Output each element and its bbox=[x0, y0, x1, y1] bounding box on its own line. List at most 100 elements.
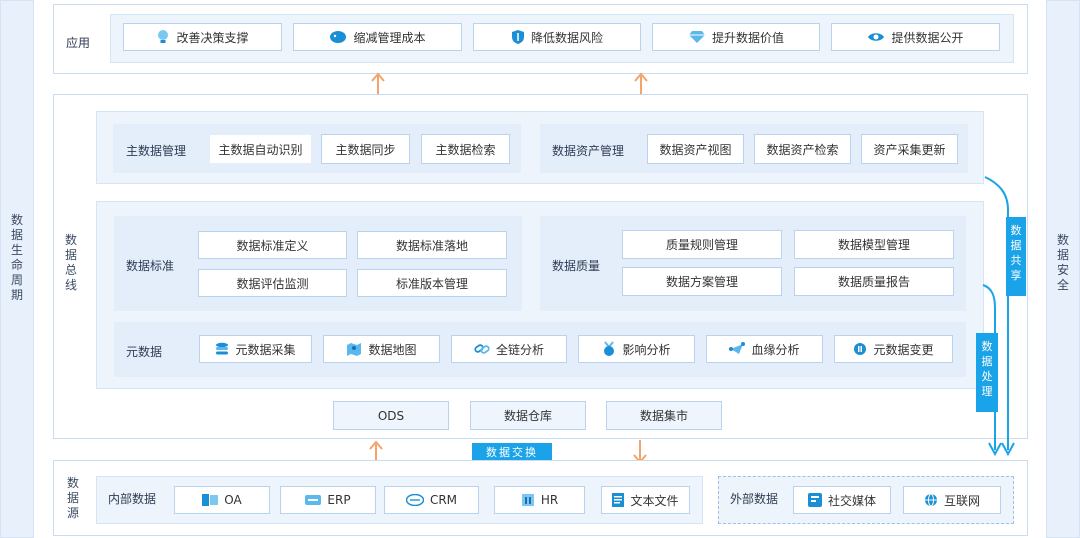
database-icon bbox=[216, 342, 229, 355]
source-erp[interactable]: ERP bbox=[280, 486, 376, 514]
app-item-decision[interactable]: 改善决策支撑 bbox=[123, 23, 282, 51]
link-icon bbox=[474, 344, 490, 354]
master-data-search[interactable]: 主数据检索 bbox=[421, 134, 510, 164]
app-item-label: 提供数据公开 bbox=[891, 30, 964, 45]
btn-label: CRM bbox=[429, 493, 458, 507]
quality-rules[interactable]: 质量规则管理 bbox=[622, 230, 782, 259]
btn-label: 互联网 bbox=[943, 493, 980, 508]
btn-label: 资产采集更新 bbox=[873, 142, 946, 157]
metadata-lineage[interactable]: 血缘分析 bbox=[706, 335, 823, 363]
btn-label: 社交媒体 bbox=[827, 493, 876, 508]
shield-icon bbox=[511, 30, 524, 44]
asset-collect[interactable]: 资产采集更新 bbox=[861, 134, 958, 164]
btn-label: 数据资产视图 bbox=[659, 142, 732, 157]
btn-label: ODS bbox=[377, 408, 405, 423]
btn-label: 数据质量报告 bbox=[837, 275, 910, 289]
network-icon bbox=[729, 342, 746, 354]
source-internet[interactable]: 互联网 bbox=[903, 486, 1001, 514]
standard-version[interactable]: 标准版本管理 bbox=[357, 269, 507, 297]
quality-report[interactable]: 数据质量报告 bbox=[794, 267, 954, 296]
app-item-risk[interactable]: 降低数据风险 bbox=[473, 23, 641, 51]
application-label: 应用 bbox=[66, 36, 91, 50]
storage-warehouse[interactable]: 数据仓库 bbox=[470, 401, 586, 430]
standard-monitor[interactable]: 数据评估监测 bbox=[198, 269, 347, 297]
source-oa[interactable]: OA bbox=[174, 486, 270, 514]
btn-label: 数据标准定义 bbox=[236, 238, 309, 253]
asset-label: 数据资产管理 bbox=[552, 144, 625, 158]
btn-label: 数据地图 bbox=[368, 342, 417, 357]
refresh-icon bbox=[854, 343, 867, 355]
data-share-tag: 数 据 共 享 bbox=[1006, 217, 1026, 296]
standard-define[interactable]: 数据标准定义 bbox=[198, 231, 347, 259]
diamond-icon bbox=[688, 31, 705, 43]
btn-label: 标准版本管理 bbox=[395, 276, 468, 291]
data-exchange-tag: 数据交换 bbox=[472, 443, 552, 462]
app-item-label: 降低数据风险 bbox=[530, 30, 603, 45]
medal-icon bbox=[604, 341, 615, 356]
btn-label: 血缘分析 bbox=[751, 342, 800, 357]
quality-plan[interactable]: 数据方案管理 bbox=[622, 267, 782, 296]
data-bus-label: 数 据 总 线 bbox=[64, 233, 77, 292]
quality-label: 数据质量 bbox=[552, 259, 601, 273]
btn-label: 数据集市 bbox=[639, 409, 688, 423]
crm-icon bbox=[405, 494, 424, 506]
document-icon bbox=[612, 493, 625, 507]
oa-icon bbox=[202, 494, 219, 506]
globe-icon bbox=[924, 493, 937, 507]
external-data-label: 外部数据 bbox=[730, 492, 779, 506]
internal-data-label: 内部数据 bbox=[108, 492, 157, 506]
metadata-chain[interactable]: 全链分析 bbox=[451, 335, 567, 363]
btn-label: 元数据采集 bbox=[235, 342, 296, 357]
asset-view[interactable]: 数据资产视图 bbox=[647, 134, 744, 164]
master-data-identify[interactable]: 主数据自动识别 bbox=[209, 134, 312, 164]
map-icon bbox=[347, 343, 362, 356]
source-crm[interactable]: CRM bbox=[384, 486, 479, 514]
lifecycle-sidebar: 数 据 生 命 周 期 bbox=[0, 0, 34, 538]
metadata-impact[interactable]: 影响分析 bbox=[578, 335, 695, 363]
source-hr[interactable]: HR bbox=[494, 486, 585, 514]
app-item-label: 提升数据价值 bbox=[711, 30, 784, 45]
lifecycle-label: 数 据 生 命 周 期 bbox=[10, 213, 23, 302]
btn-label: 质量规则管理 bbox=[665, 238, 738, 252]
storage-mart[interactable]: 数据集市 bbox=[606, 401, 722, 430]
app-item-cost[interactable]: 缩减管理成本 bbox=[293, 23, 462, 51]
metadata-label: 元数据 bbox=[126, 345, 163, 359]
app-item-label: 缩减管理成本 bbox=[353, 30, 426, 45]
btn-label: 数据仓库 bbox=[503, 409, 552, 423]
quality-model[interactable]: 数据模型管理 bbox=[794, 230, 954, 259]
social-icon bbox=[807, 493, 822, 507]
btn-label: 数据模型管理 bbox=[837, 238, 910, 252]
asset-search[interactable]: 数据资产检索 bbox=[754, 134, 851, 164]
storage-ods[interactable]: ODS bbox=[333, 401, 449, 430]
metadata-change[interactable]: 元数据变更 bbox=[834, 335, 953, 363]
standard-apply[interactable]: 数据标准落地 bbox=[357, 231, 507, 259]
data-process-tag: 数 据 处 理 bbox=[976, 333, 998, 412]
metadata-collect[interactable]: 元数据采集 bbox=[199, 335, 312, 363]
btn-label: 主数据同步 bbox=[335, 142, 396, 157]
btn-label: 数据评估监测 bbox=[236, 276, 309, 291]
source-social-media[interactable]: 社交媒体 bbox=[793, 486, 891, 514]
btn-label: ERP bbox=[327, 493, 351, 507]
piggy-bank-icon bbox=[330, 31, 347, 43]
btn-label: 元数据变更 bbox=[873, 342, 934, 357]
btn-label: 主数据检索 bbox=[435, 142, 496, 157]
security-sidebar: 数 据 安 全 bbox=[1046, 0, 1080, 538]
btn-label: 主数据自动识别 bbox=[218, 142, 303, 157]
btn-label: 文本文件 bbox=[630, 493, 679, 508]
arrow-up-icon bbox=[634, 72, 648, 96]
btn-label: HR bbox=[540, 493, 559, 507]
app-item-open[interactable]: 提供数据公开 bbox=[831, 23, 1000, 51]
erp-icon bbox=[305, 495, 322, 505]
app-item-value[interactable]: 提升数据价值 bbox=[652, 23, 820, 51]
btn-label: 数据标准落地 bbox=[395, 238, 468, 253]
flow-lines bbox=[982, 176, 1015, 457]
btn-label: 全链分析 bbox=[495, 342, 544, 357]
btn-label: 数据方案管理 bbox=[665, 275, 738, 289]
metadata-map[interactable]: 数据地图 bbox=[323, 335, 440, 363]
source-text-file[interactable]: 文本文件 bbox=[601, 486, 690, 514]
master-data-sync[interactable]: 主数据同步 bbox=[321, 134, 410, 164]
btn-label: OA bbox=[224, 493, 242, 507]
security-label: 数 据 安 全 bbox=[1056, 233, 1069, 292]
lightbulb-icon bbox=[158, 30, 169, 43]
hr-icon bbox=[521, 494, 534, 506]
